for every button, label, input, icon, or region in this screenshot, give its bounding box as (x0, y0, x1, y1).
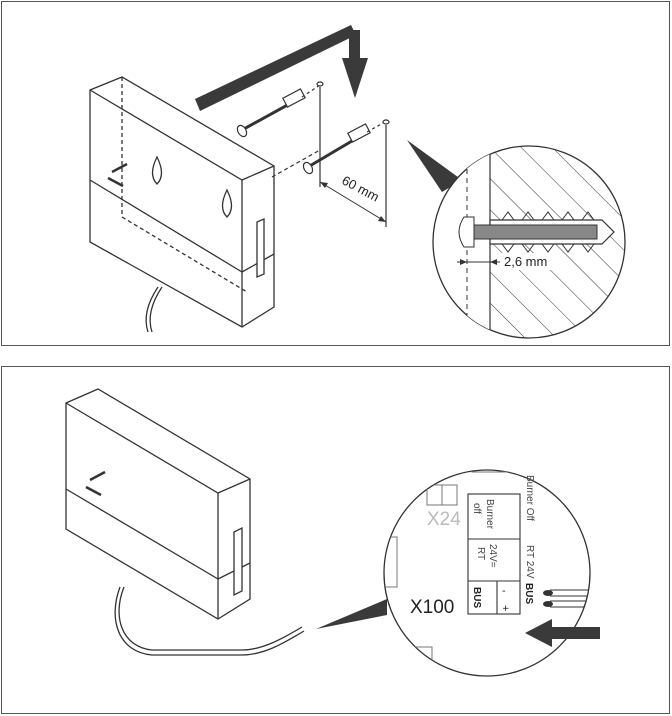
pin-plus-label: + (499, 605, 511, 611)
zoom-pointer (316, 599, 387, 629)
burner-off-label: Burner Off (524, 475, 535, 521)
block-off-label: off (471, 503, 482, 514)
block-rt-label: RT (475, 547, 486, 560)
plug-offset-label: 2,6 mm (504, 254, 547, 269)
rt-24v-label: RT 24V (524, 545, 535, 579)
terminal-x100-label: X100 (410, 597, 454, 618)
block-24v-label: 24V= (487, 544, 498, 568)
mounting-panel: 60 mm 2,6 mm (1, 1, 670, 346)
dimension-60mm: 60 mm (319, 173, 387, 223)
zoom-pointer (407, 140, 462, 192)
block-bus-label: BUS (471, 587, 482, 608)
device-front (65, 388, 305, 656)
device-backplate (89, 76, 275, 333)
terminal-detail-circle: Burner off 24V= RT BUS - + Burner Off RT… (383, 469, 600, 677)
bus-side-label: BUS (523, 583, 534, 604)
pin-minus-label: - (502, 585, 506, 597)
mounting-drawing: 60 mm 2,6 mm (89, 25, 626, 339)
block-burner-label: Burner (484, 499, 495, 530)
plug-detail-circle: 2,6 mm (432, 145, 626, 339)
insertion-arrow (525, 619, 600, 647)
terminal-x24-label: X24 (427, 509, 461, 530)
wiring-panel: Burner off 24V= RT BUS - + Burner Off RT… (1, 366, 670, 714)
wiring-drawing: Burner off 24V= RT BUS - + Burner Off RT… (65, 388, 600, 677)
hole-spacing-label: 60 mm (340, 173, 382, 205)
screws (236, 81, 390, 227)
direction-arrow (195, 25, 368, 111)
